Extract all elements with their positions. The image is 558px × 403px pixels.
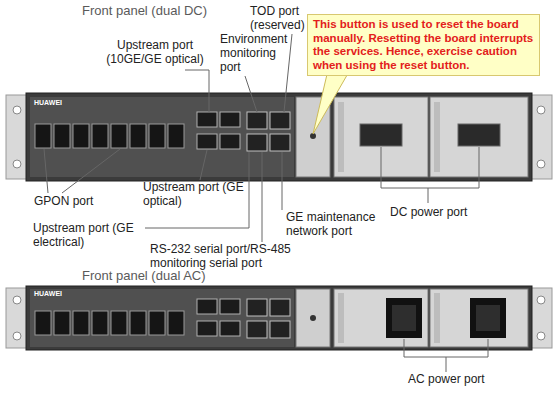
rack-ear xyxy=(530,288,552,348)
leader-line xyxy=(44,149,48,193)
power-module xyxy=(430,289,528,347)
port-label: Environment monitoring port xyxy=(220,32,295,74)
leader-line xyxy=(428,188,429,203)
control-board xyxy=(30,97,294,177)
ear-hole xyxy=(13,106,21,114)
module-handle xyxy=(338,293,344,343)
ear-hole xyxy=(537,106,545,114)
ac-socket xyxy=(470,298,506,338)
ac-socket xyxy=(386,298,422,338)
port-label: Upstream port (GE optical) xyxy=(143,180,247,208)
leader-line xyxy=(262,152,263,242)
leader-line xyxy=(282,152,283,210)
port-label: GPON port xyxy=(34,194,114,208)
module-handle xyxy=(338,102,344,172)
ear-hole xyxy=(13,160,21,168)
ear-hole xyxy=(537,160,545,168)
ear-hole xyxy=(13,332,21,340)
port-label: GE maintenance network port xyxy=(286,210,386,238)
port-label: AC power port xyxy=(408,372,508,386)
warning-text: This button is used to reset the board m… xyxy=(313,18,534,72)
reset-button xyxy=(310,315,316,321)
chassis xyxy=(26,286,532,350)
panel-title: Front panel (dual AC) xyxy=(82,268,282,284)
ear-hole xyxy=(537,332,545,340)
leader-line xyxy=(185,70,209,112)
module-handle xyxy=(434,293,440,343)
port-label: Upstream port (GE electrical) xyxy=(33,221,143,249)
control-board xyxy=(30,289,294,347)
ac-socket-inner xyxy=(392,305,416,331)
leader-line xyxy=(62,149,120,193)
port-label: RS-232 serial port/RS-485 monitoring ser… xyxy=(150,242,320,270)
port-group xyxy=(35,112,290,151)
bracket xyxy=(404,339,488,357)
dc-connector xyxy=(360,124,402,146)
brand-logo: HUAWEI xyxy=(34,290,94,298)
ear-hole xyxy=(537,296,545,304)
brand-logo: HUAWEI xyxy=(34,99,94,107)
port-label: Upstream port (10GE/GE optical) xyxy=(100,38,210,66)
ear-hole xyxy=(13,296,21,304)
chassis xyxy=(26,93,532,181)
port-label: DC power port xyxy=(390,205,490,219)
leader-line xyxy=(245,76,257,112)
leader-line xyxy=(446,357,447,372)
ac-socket-inner xyxy=(476,305,500,331)
bracket xyxy=(381,147,479,188)
dc-connector xyxy=(458,124,500,146)
module-handle xyxy=(434,102,440,172)
port-group xyxy=(35,299,290,338)
callout-pointer xyxy=(313,70,350,134)
leader-lines xyxy=(44,34,488,372)
reset-module xyxy=(296,289,330,347)
rack-ear xyxy=(6,95,28,179)
rack-ear xyxy=(530,95,552,179)
rack-ear xyxy=(6,288,28,348)
warning-callout: This button is used to reset the board m… xyxy=(307,14,540,76)
power-module xyxy=(334,289,428,347)
port-label: TOD port (reserved) xyxy=(250,4,310,32)
leader-line xyxy=(200,150,207,180)
